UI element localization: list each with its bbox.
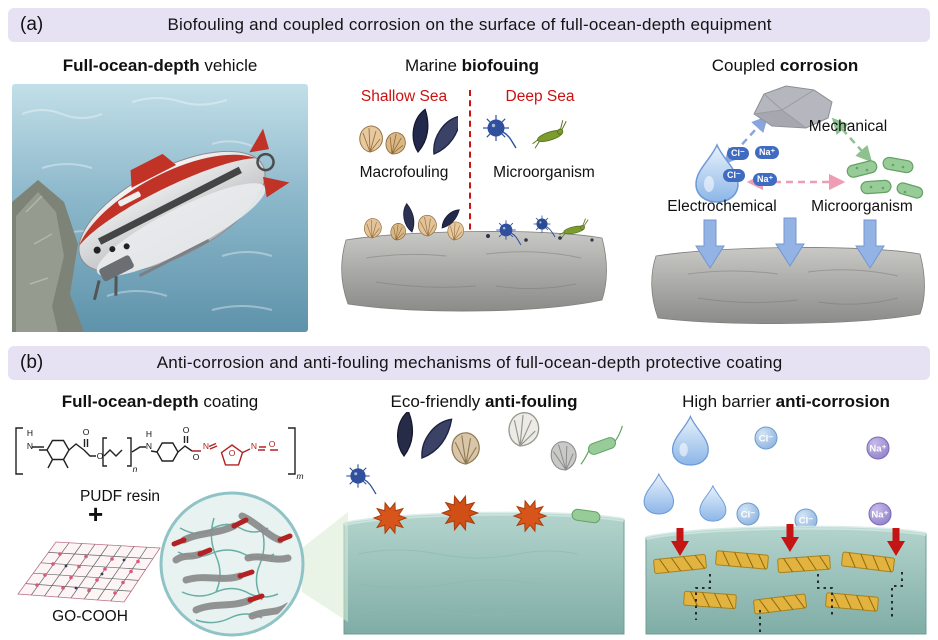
panel-a-title: Biofouling and coupled corrosion on the … bbox=[167, 15, 772, 34]
shallow-deep-divider bbox=[469, 90, 471, 250]
conning-tower bbox=[130, 153, 177, 188]
seafloor-rock bbox=[12, 180, 84, 332]
chloride-ion: Cl⁻ bbox=[741, 510, 756, 521]
sodium-badge: Na⁺ bbox=[755, 146, 780, 159]
atom-h: H bbox=[27, 428, 33, 438]
atom-o: O bbox=[193, 452, 200, 462]
microorganism-green-icon bbox=[528, 118, 572, 150]
corrosion-title-bold: corrosion bbox=[779, 56, 859, 75]
submersible-photo bbox=[12, 84, 308, 332]
atom-h: H bbox=[146, 429, 152, 439]
manipulator-arms bbox=[92, 276, 118, 301]
zoom-cone bbox=[302, 512, 348, 622]
subscript-n: n bbox=[133, 464, 138, 474]
pudf-resin-label: PUDF resin bbox=[79, 488, 161, 505]
antifouling-illustration bbox=[343, 412, 625, 635]
biofouling-title-bold: biofouing bbox=[461, 56, 540, 75]
pudf-structure: H N O O n H N O O m N O N O bbox=[15, 425, 304, 481]
panel-a-header: (a) Biofouling and coupled corrosion on … bbox=[8, 8, 930, 42]
coating-title: Full-ocean-depth coating bbox=[12, 392, 308, 412]
tortuous-path-dotted-lines bbox=[695, 572, 903, 632]
coating-network-magnifier bbox=[159, 491, 305, 637]
bacteria-cluster-icon bbox=[846, 156, 924, 199]
mechanical-electrochemical-arrow bbox=[723, 115, 769, 165]
corroded-metal-icon bbox=[753, 85, 833, 129]
chloride-badge: Cl⁻ bbox=[727, 147, 749, 160]
anticorrosion-title-bold: anti-corrosion bbox=[775, 392, 890, 411]
go-cooh-sheet bbox=[17, 541, 161, 603]
microbial-corrosion-label: Microorganism bbox=[811, 198, 913, 215]
submersible-illustration bbox=[78, 128, 290, 301]
go-barrier-sheets bbox=[653, 550, 895, 615]
ions: Cl⁻ Na⁺ Cl⁻ Cl⁻ Na⁺ bbox=[736, 426, 892, 532]
biofouling-title-pre: Marine bbox=[404, 56, 462, 75]
atom-o-red: O bbox=[269, 439, 276, 449]
corroding-substrate-illustration bbox=[651, 217, 925, 324]
propeller bbox=[256, 152, 275, 172]
atom-n: N bbox=[27, 441, 33, 451]
atom-o: O bbox=[97, 451, 104, 461]
vehicle-title-rest: vehicle bbox=[199, 56, 258, 75]
panel-b-title: Anti-corrosion and anti-fouling mechanis… bbox=[156, 353, 783, 372]
antifouling-title: Eco-friendly anti-fouling bbox=[338, 392, 630, 412]
plus-sign: + bbox=[88, 499, 104, 529]
panel-b-header: (b) Anti-corrosion and anti-fouling mech… bbox=[8, 346, 930, 380]
sodium-badge: Na⁺ bbox=[753, 173, 778, 186]
atom-n-red: N bbox=[203, 441, 209, 451]
subscript-m: m bbox=[296, 471, 303, 481]
mussel-icon bbox=[408, 108, 458, 158]
atom-n-red: N bbox=[251, 441, 257, 451]
atom-o: O bbox=[83, 427, 90, 437]
fouled-substrate-illustration bbox=[341, 203, 607, 312]
anticorrosion-title-pre: High barrier bbox=[682, 392, 776, 411]
microorganism-blue-icon bbox=[482, 114, 517, 149]
microorganism-label: Microorganism bbox=[493, 164, 595, 181]
macrofouling-label: Macrofouling bbox=[359, 164, 449, 181]
vehicle-title: Full-ocean-depth vehicle bbox=[12, 56, 308, 76]
atom-n: N bbox=[146, 441, 152, 451]
shallow-sea-label: Shallow Sea bbox=[360, 88, 448, 105]
antifouling-title-pre: Eco-friendly bbox=[390, 392, 485, 411]
repelled-organisms bbox=[345, 412, 623, 495]
mechanical-microbial-arrow bbox=[831, 117, 873, 163]
water-droplets bbox=[643, 415, 727, 522]
antifouling-title-bold: anti-fouling bbox=[484, 392, 578, 411]
atom-o: O bbox=[183, 425, 190, 435]
sodium-ion: Na⁺ bbox=[869, 444, 886, 455]
panel-a-label: (a) bbox=[20, 14, 44, 35]
coating-title-rest: coating bbox=[198, 392, 259, 411]
corrosion-title-pre: Coupled bbox=[711, 56, 780, 75]
atom-o-red: O bbox=[229, 448, 236, 458]
corrosion-title: Coupled corrosion bbox=[640, 56, 930, 76]
electrochemical-label: Electrochemical bbox=[667, 198, 777, 215]
chloride-ion: Cl⁻ bbox=[759, 434, 774, 445]
deep-sea-label: Deep Sea bbox=[505, 88, 575, 105]
biofouling-title: Marine biofouing bbox=[332, 56, 612, 76]
anticorrosion-title: High barrier anti-corrosion bbox=[640, 392, 932, 412]
go-cooh-label: GO-COOH bbox=[52, 608, 128, 625]
coating-title-bold: Full-ocean-depth bbox=[61, 392, 199, 411]
water-droplet-icon bbox=[695, 144, 739, 203]
panel-b-label: (b) bbox=[20, 352, 44, 373]
chloride-ion: Cl⁻ bbox=[799, 516, 814, 527]
go-sheets-in-network bbox=[172, 512, 292, 620]
anticorrosion-illustration: Cl⁻ Na⁺ Cl⁻ Cl⁻ Na⁺ bbox=[643, 415, 927, 635]
mechanical-label: Mechanical bbox=[808, 118, 888, 135]
chloride-badge: Cl⁻ bbox=[723, 169, 745, 182]
vehicle-title-bold: Full-ocean-depth bbox=[62, 56, 200, 75]
barnacle-icon bbox=[359, 125, 408, 157]
crosslink-segments bbox=[171, 517, 293, 603]
sodium-ion: Na⁺ bbox=[871, 510, 888, 521]
microfouling-organisms bbox=[486, 215, 594, 246]
